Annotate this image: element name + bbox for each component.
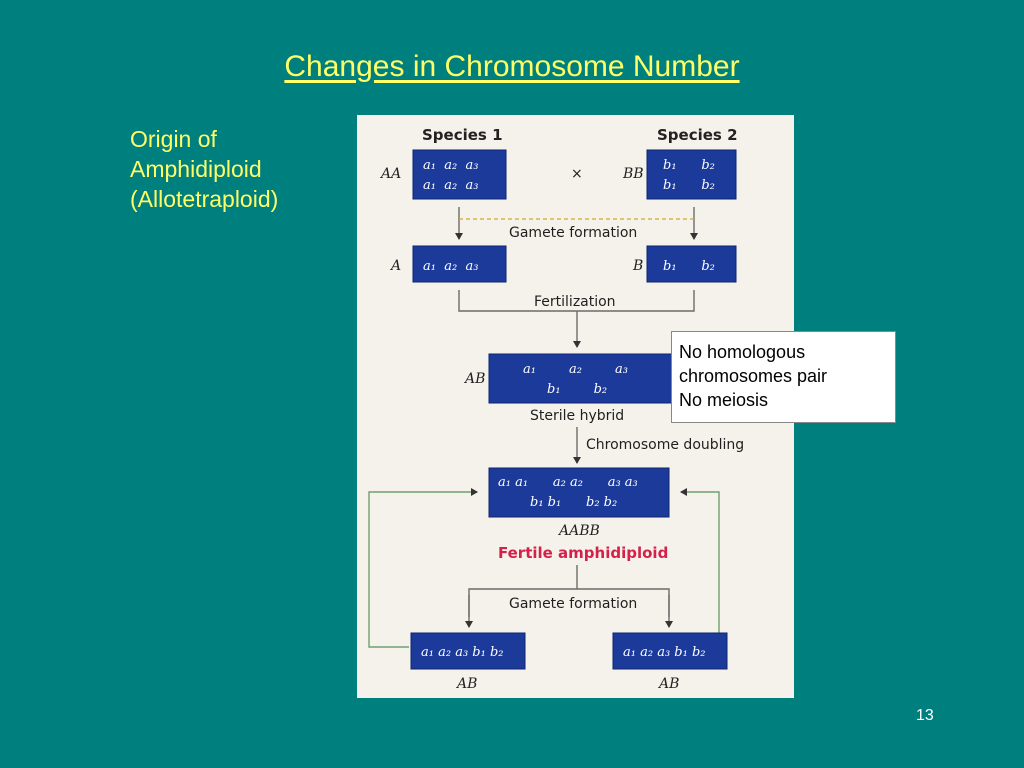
gamete-right-genotype: AB — [657, 676, 679, 692]
feedback-arrow-right — [680, 488, 720, 648]
gamete-left-row: a₁ a₂ a₃ b₁ b₂ — [421, 645, 503, 660]
slide-title: Changes in Chromosome Number — [284, 50, 740, 83]
parent2-row: b₁ b₂ — [663, 178, 715, 193]
gamete-left-chromosome-box — [410, 632, 526, 670]
hybrid-chromosome-box — [488, 353, 674, 404]
subtitle-line: Amphidiploid — [130, 156, 262, 182]
step-fertilization: Fertilization — [534, 294, 616, 310]
species1-label: Species 1 — [422, 126, 503, 144]
gamete2-chromosome-box — [646, 245, 737, 283]
parent1-chromosome-box — [412, 149, 507, 200]
gamete2-genotype: B — [632, 258, 643, 274]
subtitle-line: (Allotetraploid) — [130, 186, 279, 212]
parent2-chromosome-box — [646, 149, 737, 200]
gamete1-chromosome-box — [412, 245, 507, 283]
meiosis-note-box: No homologous chromosomes pair No meiosi… — [671, 331, 896, 423]
note-line: No homologous — [679, 342, 806, 362]
species2-label: Species 2 — [657, 126, 738, 144]
amphidiploid-row: a₁ a₁ a₂ a₂ a₃ a₃ — [498, 475, 638, 490]
note-line: chromosomes pair — [679, 366, 828, 386]
cross-symbol: × — [571, 166, 583, 182]
fertile-amphidiploid-label: Fertile amphidiploid — [498, 544, 668, 562]
slide-subtitle: Origin of Amphidiploid (Allotetraploid) — [130, 124, 278, 214]
hybrid-row: a₁ a₂ a₃ — [523, 362, 628, 377]
amphidiploid-genotype: AABB — [557, 523, 600, 539]
gamete-left-genotype: AB — [455, 676, 477, 692]
step-gamete-formation: Gamete formation — [509, 225, 637, 241]
hybrid-genotype: AB — [463, 371, 485, 387]
amphidiploid-chromosome-box — [488, 467, 670, 518]
gamete1-row: a₁ a₂ a₃ — [423, 259, 478, 274]
parent1-genotype: AA — [379, 166, 401, 182]
parent1-row: a₁ a₂ a₃ — [423, 178, 478, 193]
subtitle-line: Origin of — [130, 126, 217, 152]
parent2-genotype: BB — [622, 166, 644, 182]
sterile-hybrid-label: Sterile hybrid — [530, 408, 624, 424]
gamete1-genotype: A — [389, 258, 401, 274]
gamete2-row: b₁ b₂ — [663, 259, 715, 274]
gamete-right-chromosome-box — [612, 632, 728, 670]
note-line: No meiosis — [679, 390, 769, 410]
feedback-arrow-left — [368, 488, 478, 648]
step-chromosome-doubling: Chromosome doubling — [586, 437, 744, 453]
parent1-row: a₁ a₂ a₃ — [423, 158, 478, 173]
parent2-row: b₁ b₂ — [663, 158, 715, 173]
gamete-right-row: a₁ a₂ a₃ b₁ b₂ — [623, 645, 705, 660]
step-gamete-formation-2: Gamete formation — [509, 596, 637, 612]
amphidiploid-row: b₁ b₁ b₂ b₂ — [530, 495, 617, 510]
hybrid-row: b₁ b₂ — [547, 382, 607, 397]
page-number: 13 — [916, 707, 934, 724]
